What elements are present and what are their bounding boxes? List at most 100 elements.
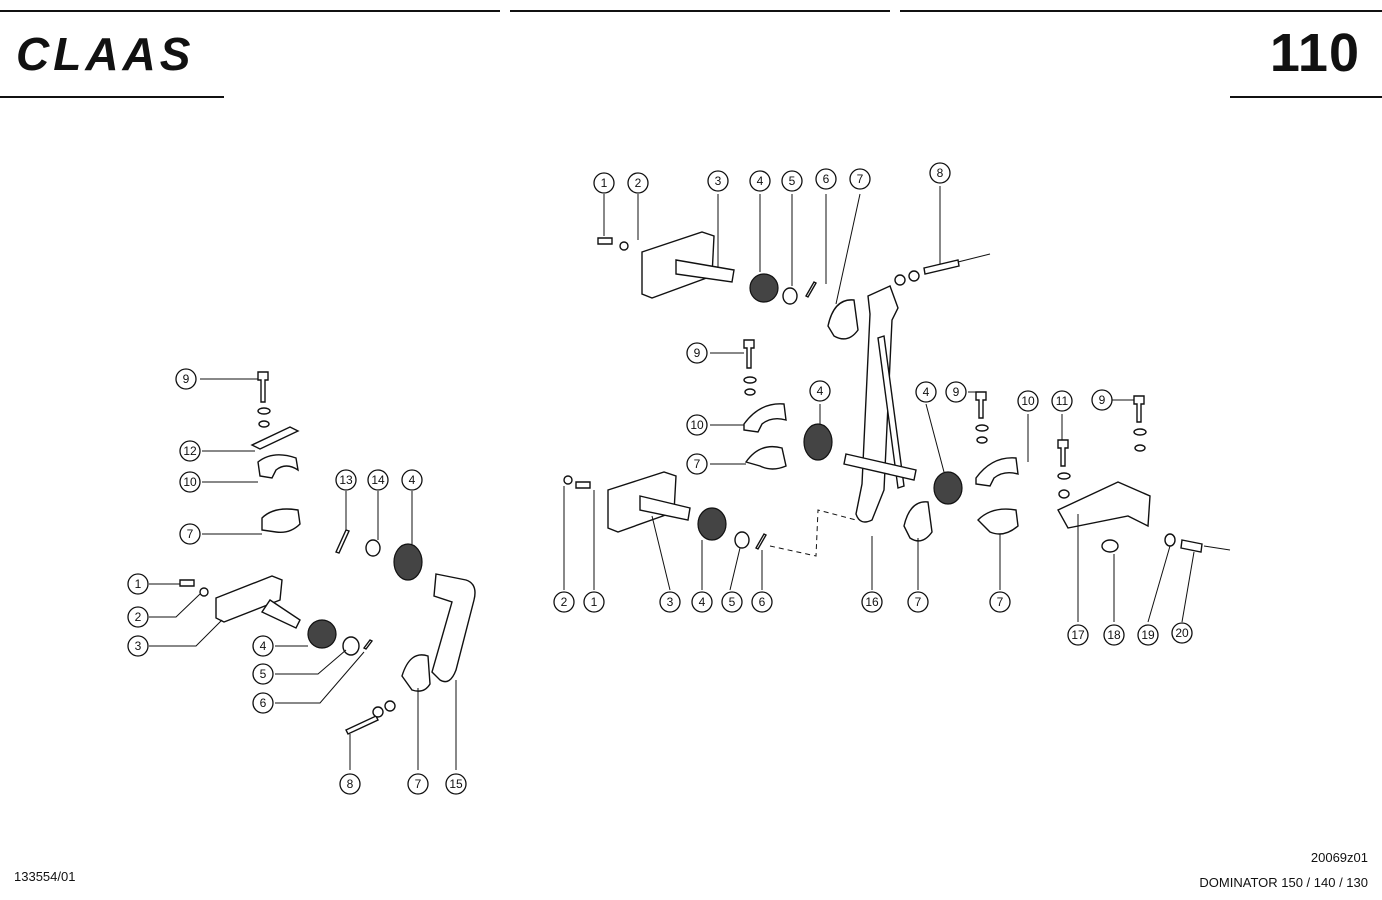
callout-7-bottom-a: 7 [907, 591, 929, 613]
pin-6-left [362, 639, 374, 650]
svg-text:19: 19 [1141, 628, 1155, 642]
svg-text:17: 17 [1071, 628, 1085, 642]
svg-text:9: 9 [1099, 393, 1106, 407]
svg-text:7: 7 [694, 457, 701, 471]
clamp-7-left-lower [401, 654, 431, 692]
clamp-10-left [257, 454, 299, 479]
callout-8-top: 8 [929, 162, 951, 184]
callout-4-top: 4 [749, 170, 771, 192]
callout-12-left: 12 [179, 440, 201, 462]
clamp-7-left [261, 508, 301, 534]
washer-5-left [342, 636, 360, 656]
brand-wordmark: CLAAS [16, 30, 194, 80]
top-rule-mid [510, 10, 890, 12]
bolt-8-left [345, 715, 379, 735]
lever-15 [431, 573, 476, 683]
bolt-1-left [179, 579, 195, 587]
callout-13-left: 13 [335, 469, 357, 491]
washer-14 [365, 539, 381, 557]
washer-2-left [199, 587, 209, 597]
left-assembly [149, 371, 476, 770]
shaft-left [260, 599, 301, 629]
callout-9-mid: 9 [686, 342, 708, 364]
callout-1-bottom: 1 [583, 591, 605, 613]
svg-text:5: 5 [789, 174, 796, 188]
svg-text:1: 1 [591, 595, 598, 609]
svg-text:5: 5 [729, 595, 736, 609]
washer-2-top [619, 241, 629, 251]
bolt-1-bottom [575, 481, 591, 489]
svg-text:9: 9 [953, 385, 960, 399]
washer-5-top [782, 287, 798, 305]
plate-12 [250, 426, 300, 450]
rod-16 [877, 335, 905, 489]
callout-6-left: 6 [252, 692, 274, 714]
callout-7-left-a: 7 [179, 523, 201, 545]
svg-text:4: 4 [409, 473, 416, 487]
callout-2-top: 2 [627, 172, 649, 194]
callout-5-left: 5 [252, 663, 274, 685]
model-designation: DOMINATOR 150 / 140 / 130 [1199, 875, 1368, 890]
svg-text:4: 4 [923, 385, 930, 399]
bush-4-left-top [393, 543, 423, 581]
svg-text:4: 4 [817, 384, 824, 398]
svg-text:8: 8 [347, 777, 354, 791]
callout-3-bottom: 3 [659, 591, 681, 613]
svg-text:3: 3 [715, 174, 722, 188]
document-number: 133554/01 [14, 869, 76, 884]
assembly-path [769, 509, 857, 557]
washer-2-bottom [563, 475, 573, 485]
callout-7-bottom-b: 7 [989, 591, 1011, 613]
svg-text:4: 4 [699, 595, 706, 609]
svg-text:18: 18 [1107, 628, 1121, 642]
callout-5-top: 5 [781, 170, 803, 192]
bolt-1-top [597, 237, 613, 245]
clamp-10-right [975, 457, 1019, 487]
callout-7-top: 7 [849, 168, 871, 190]
bush-4-top [749, 273, 779, 303]
svg-text:7: 7 [857, 172, 864, 186]
bolt-9-right [975, 391, 987, 419]
callout-6-top: 6 [815, 168, 837, 190]
bush-4-right [933, 471, 963, 505]
callout-10-mid: 10 [686, 414, 708, 436]
callout-9-right: 9 [945, 381, 967, 403]
bush-4-bottom [697, 507, 727, 541]
callout-9-far-right: 9 [1091, 389, 1113, 411]
header-underline-left [0, 96, 224, 98]
callout-1-top: 1 [593, 172, 615, 194]
svg-text:1: 1 [135, 577, 142, 591]
callout-4-mid: 4 [809, 380, 831, 402]
svg-text:3: 3 [667, 595, 674, 609]
callout-4-right: 4 [915, 381, 937, 403]
plate-3-left [215, 575, 283, 623]
bolt-8-top [923, 259, 960, 275]
bottom-right-assembly [563, 471, 1231, 623]
svg-text:11: 11 [1056, 394, 1069, 408]
bolt-9-far-right [1133, 395, 1145, 423]
svg-text:2: 2 [135, 610, 142, 624]
callout-4-bottom: 4 [691, 591, 713, 613]
page-number: 110 [1269, 23, 1360, 83]
bolt-11 [1057, 439, 1069, 467]
pin-13 [335, 529, 350, 554]
bolt-9-left [257, 371, 269, 403]
callout-17: 17 [1067, 624, 1089, 646]
clamp-7-top [827, 299, 859, 340]
figure-code: 20069z01 [1310, 850, 1368, 865]
clamp-10-mid [743, 403, 787, 433]
bolt-20 [1180, 539, 1203, 553]
callout-10-left: 10 [179, 471, 201, 493]
svg-text:10: 10 [690, 418, 704, 432]
callout-18: 18 [1103, 624, 1125, 646]
callout-15-left: 15 [445, 773, 467, 795]
svg-text:10: 10 [1021, 394, 1035, 408]
nut-19 [1164, 533, 1176, 547]
callout-1-left: 1 [127, 573, 149, 595]
callout-7-mid: 7 [686, 453, 708, 475]
callout-2-left: 2 [127, 606, 149, 628]
svg-text:3: 3 [135, 639, 142, 653]
clamp-7-bottom-a [903, 501, 933, 542]
svg-text:6: 6 [260, 696, 267, 710]
